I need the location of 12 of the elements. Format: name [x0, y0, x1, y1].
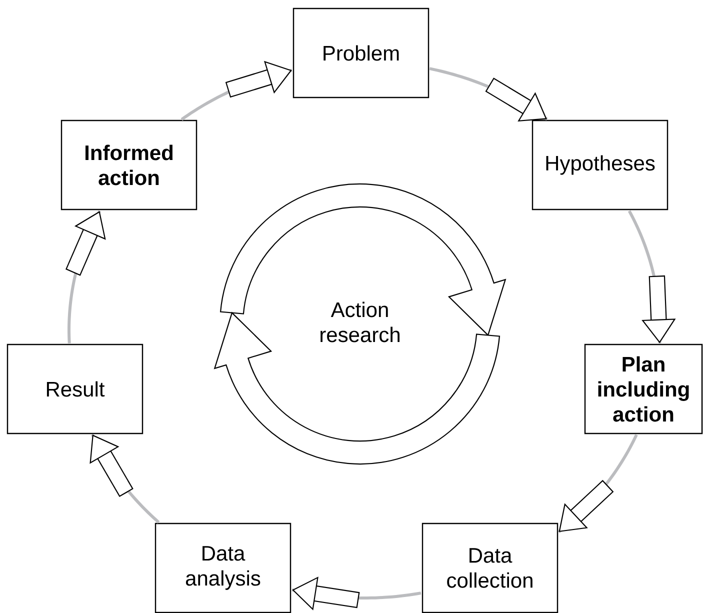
process-box: Hypotheses	[532, 120, 668, 210]
process-box: Plan including action	[584, 344, 703, 434]
process-box: Result	[6, 344, 144, 434]
arrow	[68, 211, 106, 344]
arrow	[180, 60, 292, 121]
arrow	[558, 434, 638, 532]
process-box: Problem	[292, 8, 430, 98]
process-box: Informed action	[60, 120, 198, 210]
arrow	[90, 434, 160, 524]
process-box: Data analysis	[154, 522, 292, 613]
process-box: Data collection	[422, 522, 558, 613]
center-label: Action research	[320, 302, 400, 342]
